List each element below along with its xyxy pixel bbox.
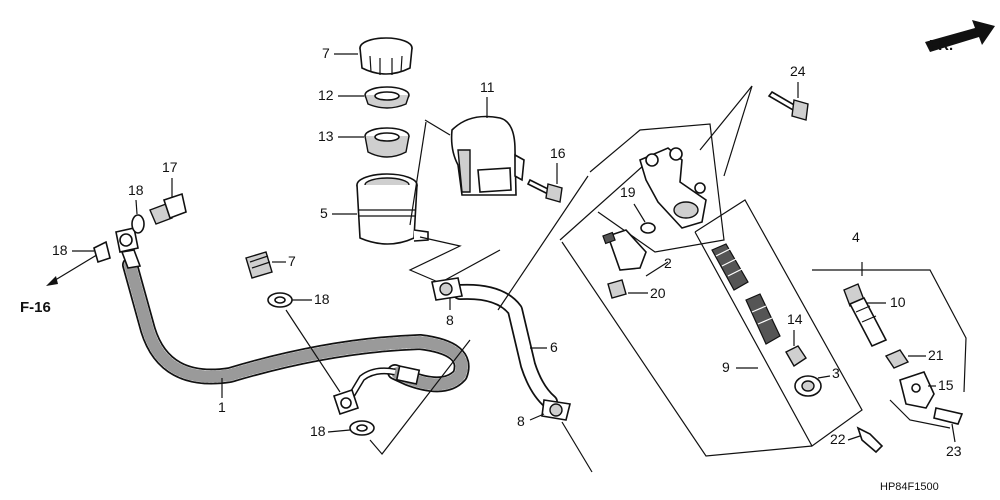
callout-5: 5 xyxy=(320,205,328,221)
hose-clip-upper xyxy=(431,277,463,301)
reservoir-cap xyxy=(359,37,413,75)
cover-bolt xyxy=(526,178,563,203)
reference-label: F-16 xyxy=(20,299,51,316)
callout-4: 4 xyxy=(852,229,860,245)
piston-spring xyxy=(711,243,749,291)
callout-13: 13 xyxy=(318,128,334,144)
callout-15: 15 xyxy=(938,377,954,393)
fluid-reservoir xyxy=(356,173,429,245)
banjo-bolt-lower xyxy=(245,251,273,279)
push-rod-joint xyxy=(899,371,935,409)
upper-banjo-fitting xyxy=(115,227,142,269)
brake-hose xyxy=(122,257,470,400)
callout-17-upper: 17 xyxy=(162,159,178,175)
mounting-bolt xyxy=(767,90,809,121)
joint-fitting xyxy=(602,229,647,271)
callout-3: 3 xyxy=(832,365,840,381)
joint-pin xyxy=(856,426,884,454)
callout-16: 16 xyxy=(550,145,566,161)
circlip xyxy=(785,345,807,367)
reference-arrow: F-16 xyxy=(20,252,101,316)
callout-7-bolt: 7 xyxy=(288,253,296,269)
callout-22: 22 xyxy=(830,431,846,447)
callout-12: 12 xyxy=(318,87,334,103)
callout-14: 14 xyxy=(787,311,803,327)
callout-19: 19 xyxy=(620,184,636,200)
callout-23: 23 xyxy=(946,443,962,459)
cotter-pin xyxy=(933,407,964,425)
callout-6: 6 xyxy=(550,339,558,355)
push-rod xyxy=(843,283,888,348)
callout-2: 2 xyxy=(664,255,672,271)
banjo-bolt-upper xyxy=(149,192,187,225)
callout-18-lower: 18 xyxy=(310,423,326,439)
callout-21: 21 xyxy=(928,347,944,363)
callout-8-lower: 8 xyxy=(517,413,525,429)
reservoir-diaphragm xyxy=(364,127,410,158)
diagram-code: HP84F1500 xyxy=(880,481,939,493)
joint-screw xyxy=(607,279,627,299)
reservoir-plate xyxy=(364,86,410,109)
callout-24: 24 xyxy=(790,63,806,79)
callout-18-upper: 18 xyxy=(128,182,144,198)
callout-20: 20 xyxy=(650,285,666,301)
lower-banjo-fitting xyxy=(332,388,360,416)
callout-18-far-left: 18 xyxy=(52,242,68,258)
sealing-washer-middle xyxy=(267,292,293,308)
reservoir-cover xyxy=(450,115,525,196)
master-cylinder-body xyxy=(639,147,707,229)
callout-18-middle: 18 xyxy=(314,291,330,307)
sealing-washer-upper xyxy=(131,214,145,234)
callout-10: 10 xyxy=(890,294,906,310)
hose-clip-lower xyxy=(541,399,571,421)
callout-7-cap: 7 xyxy=(322,45,330,61)
callout-8-upper: 8 xyxy=(446,312,454,328)
piston-cup xyxy=(745,293,781,345)
callout-9: 9 xyxy=(722,359,730,375)
sealing-washer-lower xyxy=(349,420,375,436)
o-ring xyxy=(640,222,656,234)
lock-nut xyxy=(884,349,910,369)
callout-1: 1 xyxy=(218,399,226,415)
reservoir-hose xyxy=(452,283,558,410)
callout-11: 11 xyxy=(480,79,495,95)
piston-boot xyxy=(794,375,822,397)
sealing-washer-far-left xyxy=(93,240,111,264)
front-direction-badge: FR. xyxy=(925,20,995,54)
direction-badge-text: FR. xyxy=(929,37,953,54)
